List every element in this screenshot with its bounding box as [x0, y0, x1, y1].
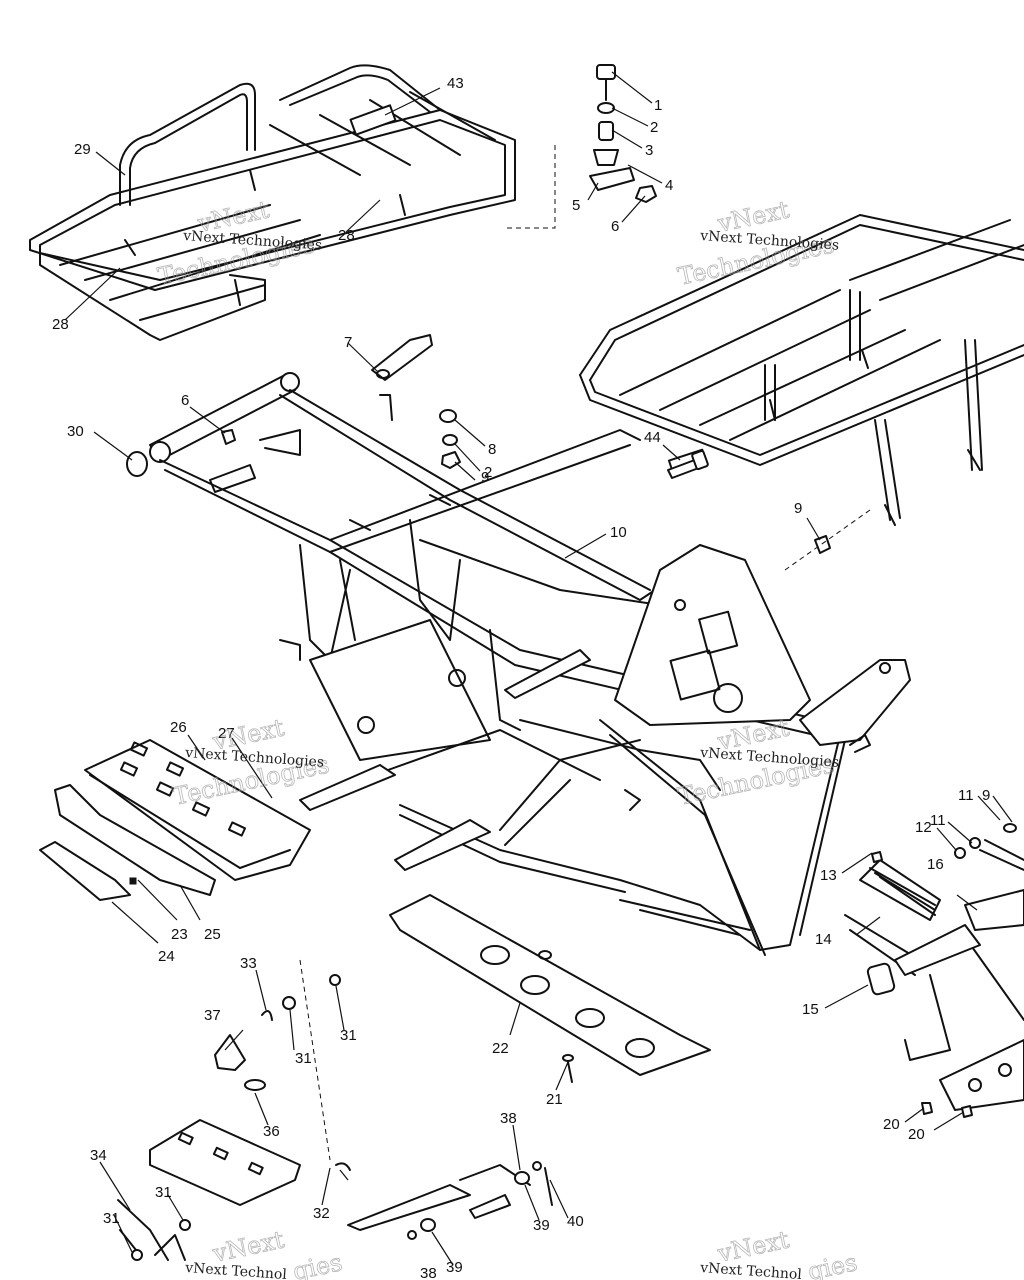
callout-31-a: 31 [340, 1027, 357, 1044]
callout-40: 40 [567, 1213, 584, 1230]
callout-8: 8 [488, 441, 496, 458]
callout-14: 14 [815, 931, 832, 948]
callout-44: 44 [644, 429, 661, 446]
callout-15: 15 [802, 1001, 819, 1018]
cap-30 [126, 451, 148, 477]
callout-24: 24 [158, 948, 175, 965]
callout-43: 43 [447, 75, 464, 92]
callout-23: 23 [171, 926, 188, 943]
left-footrest [39, 739, 311, 901]
callout-9-footrest: 9 [982, 787, 990, 804]
callout-2-frame: 2 [484, 464, 492, 481]
callout-34: 34 [90, 1147, 107, 1164]
right-footrest [844, 823, 1024, 1118]
callout-39-a: 39 [533, 1217, 550, 1234]
callout-3: 3 [645, 142, 653, 159]
main-frame [149, 372, 911, 956]
callout-4: 4 [665, 177, 673, 194]
callout-12: 12 [915, 819, 932, 836]
callout-31-d: 31 [103, 1210, 120, 1227]
callout-25: 25 [204, 926, 221, 943]
callout-labels: 1 2 3 4 5 6 6 7 8 9 9 9 2 10 11 11 12 13… [52, 75, 990, 1280]
watermark-big-cut-5: gies [290, 1248, 344, 1280]
nut-6 [221, 429, 236, 445]
callout-38-b: 38 [420, 1265, 437, 1280]
callout-22: 22 [492, 1040, 509, 1057]
callout-9-rack: 9 [794, 500, 802, 517]
callout-10: 10 [610, 524, 627, 541]
callout-38-a: 38 [500, 1110, 517, 1127]
bottom-left-assembly [117, 959, 553, 1261]
callout-20-b: 20 [908, 1126, 925, 1143]
callout-31-b: 31 [295, 1050, 312, 1067]
bracket-7 [371, 334, 433, 381]
callout-32: 32 [313, 1205, 330, 1222]
callout-21: 21 [546, 1091, 563, 1108]
bolt-21 [562, 1054, 574, 1083]
rear-rack [29, 64, 516, 341]
callout-36: 36 [263, 1123, 280, 1140]
callout-26: 26 [170, 719, 187, 736]
callout-28-a: 28 [338, 227, 355, 244]
callout-2-top: 2 [650, 119, 658, 136]
callout-11-b: 11 [930, 812, 946, 829]
washer-stack [439, 409, 461, 469]
callout-13: 13 [820, 867, 837, 884]
watermark-small-5: vNext Technol [184, 1260, 288, 1280]
callout-7: 7 [344, 334, 352, 351]
dashed-guide [505, 145, 556, 229]
bolt-44 [667, 449, 709, 479]
callout-16: 16 [927, 856, 944, 873]
callout-6-frame: 6 [181, 392, 189, 409]
leader-lines [64, 71, 1013, 1266]
callout-6-top: 6 [611, 218, 619, 235]
callout-39-b: 39 [446, 1259, 463, 1276]
callout-37: 37 [204, 1007, 221, 1024]
callout-29: 29 [74, 141, 91, 158]
callout-27: 27 [218, 725, 235, 742]
callout-5: 5 [572, 197, 580, 214]
skid-plate-22 [389, 894, 711, 1076]
callout-20-a: 20 [883, 1116, 900, 1133]
front-rack [579, 214, 1024, 554]
callout-33: 33 [240, 955, 257, 972]
callout-31-c: 31 [155, 1184, 172, 1201]
callout-30: 30 [67, 423, 84, 440]
callout-1: 1 [654, 97, 662, 114]
watermark-small-6: vNext Technol [699, 1260, 803, 1280]
callout-28-b: 28 [52, 316, 69, 333]
callout-9-frame: 9 [481, 469, 489, 486]
watermark-big-cut-6: gies [805, 1248, 859, 1280]
callout-11-a: 11 [958, 787, 974, 804]
mount-hardware-stack [589, 64, 657, 203]
